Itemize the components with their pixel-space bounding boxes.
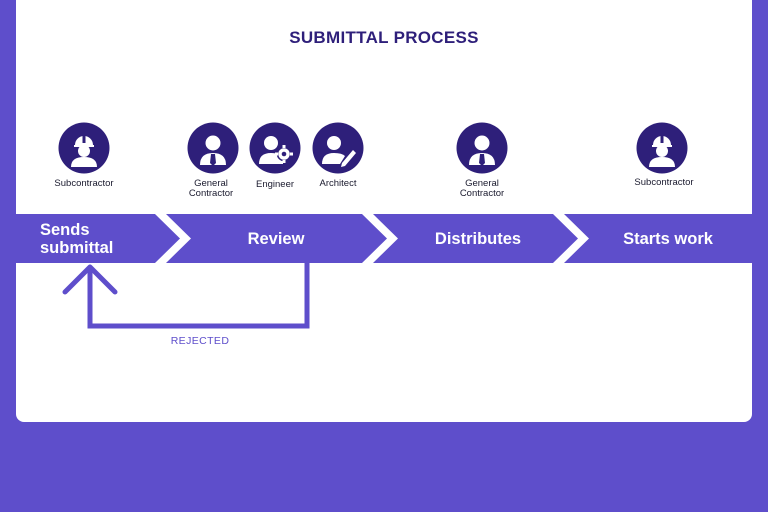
worker-hardhat-icon	[636, 122, 688, 174]
engineer-gear-icon	[249, 122, 301, 174]
step-sends-submittal-arrow	[16, 214, 180, 263]
step-distributes-arrow	[373, 214, 578, 263]
step-label-review: Review	[247, 230, 305, 248]
role-label-general-contractor: General Contractor	[459, 178, 505, 199]
diagram-title: SUBMITTAL PROCESS	[289, 28, 479, 47]
rejected-loop-arrow	[87, 263, 310, 329]
role-label-general-contractor: General Contractor	[188, 178, 234, 199]
businessman-tie-icon	[456, 122, 508, 174]
architect-pencil-icon	[312, 122, 364, 174]
step-label-starts-work: Starts work	[623, 230, 713, 248]
rejected-label: REJECTED	[170, 335, 230, 347]
role-label-subcontractor: Subcontractor	[634, 177, 694, 188]
worker-hardhat-icon	[58, 122, 110, 174]
step-label-distributes: Distributes	[434, 230, 522, 248]
step-label-sends-submittal: Sends submittal	[40, 221, 114, 257]
step-review-arrow	[166, 214, 387, 263]
role-label-subcontractor: Subcontractor	[54, 178, 114, 189]
step-starts-work-arrow	[564, 214, 752, 263]
diagram-card	[16, 0, 752, 422]
businessman-tie-icon	[187, 122, 239, 174]
role-label-engineer: Engineer	[255, 179, 295, 190]
role-label-architect: Architect	[319, 178, 357, 189]
rejected-arrowhead-icon	[62, 264, 118, 295]
